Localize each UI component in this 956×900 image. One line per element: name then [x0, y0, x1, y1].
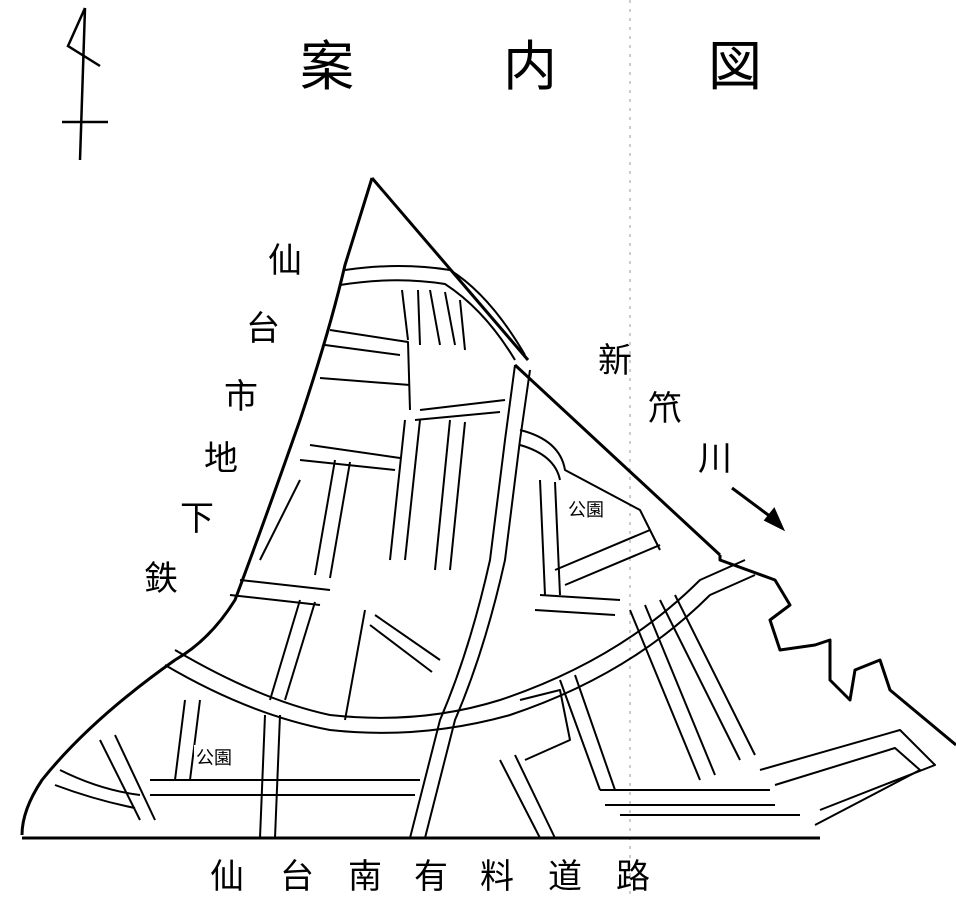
park-label: 公園 [194, 745, 242, 769]
river-char: 川 [698, 439, 732, 479]
toll-road-char: 南 [348, 857, 382, 897]
park-label-upper: 公園 [568, 500, 604, 521]
toll-road-label: 仙 台 南 有 料 道 路 [210, 857, 650, 897]
river-label: 新 笊 川 [598, 341, 732, 479]
subway-char: 台 [246, 309, 280, 349]
road-network [54, 265, 936, 839]
title-char: 内 [503, 35, 557, 98]
subway-char: 鉄 [144, 559, 178, 599]
subway-char: 下 [180, 499, 214, 539]
north-arrow-icon [62, 7, 108, 161]
toll-road-char: 路 [616, 857, 650, 897]
direction-arrow-icon [731, 486, 786, 532]
toll-road-char: 有 [414, 857, 448, 897]
title-char: 図 [708, 35, 762, 98]
title-char: 案 [300, 35, 354, 98]
subway-char: 仙 [268, 241, 302, 281]
river-char: 新 [598, 341, 632, 381]
subway-char: 地 [204, 439, 238, 479]
toll-road-char: 台 [280, 857, 314, 897]
district-outline [20, 177, 956, 840]
subway-label: 仙 台 市 地 下 鉄 [144, 241, 302, 599]
subway-char: 市 [224, 377, 258, 417]
toll-road-char: 料 [480, 857, 514, 897]
toll-road-char: 仙 [210, 857, 244, 897]
map-title: 案 内 図 [300, 35, 762, 98]
river-char: 笊 [648, 389, 682, 429]
park-label: 公園 [565, 497, 613, 521]
toll-road-char: 道 [548, 857, 582, 897]
park-label-lower: 公園 [196, 748, 232, 769]
